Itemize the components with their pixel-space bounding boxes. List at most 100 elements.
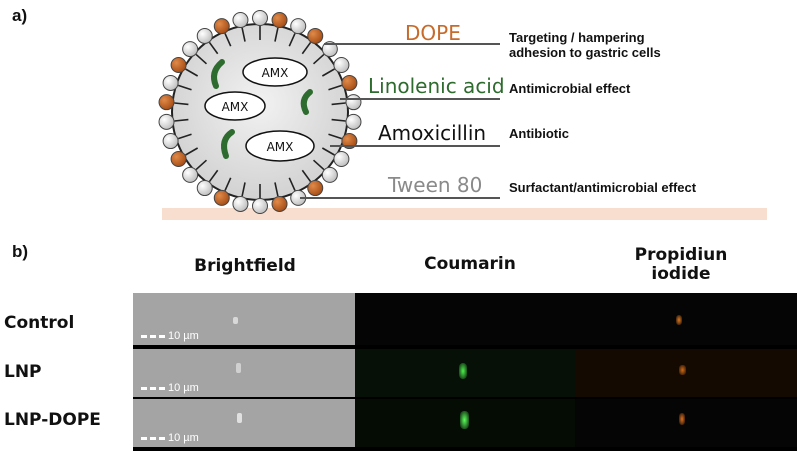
- lipid-tail: [321, 68, 335, 77]
- row-label-lnp: LNP: [4, 362, 42, 382]
- lipid-head: [196, 27, 213, 44]
- lipid-head: [345, 94, 362, 111]
- image-lnp-coumarin: [355, 349, 575, 397]
- lipid-head: [162, 133, 179, 150]
- amx-drug-1: AMX: [242, 57, 308, 87]
- image-lnp-dope-coumarin: [355, 399, 575, 447]
- dope-head: [271, 195, 288, 212]
- scale-bar: 10 µm: [141, 432, 199, 444]
- leader-line-dope: [324, 43, 500, 45]
- lipid-tail: [274, 27, 279, 42]
- lipid-tail: [195, 159, 208, 171]
- lipid-tail: [331, 118, 346, 122]
- lipid-tail: [177, 133, 192, 140]
- leader-line-tween: [300, 197, 500, 199]
- svg-text:AMX: AMX: [262, 66, 289, 80]
- label-linolenic-acid: Linolenic acid: [368, 74, 505, 98]
- lipid-tail: [312, 159, 325, 171]
- lipid-head: [252, 198, 268, 214]
- lipid-head: [321, 41, 338, 58]
- lipid-head: [232, 12, 249, 29]
- desc-tween: Surfactant/antimicrobial effect: [509, 180, 697, 195]
- label-amoxicillin: Amoxicillin: [378, 121, 487, 145]
- lipid-tail: [328, 84, 343, 91]
- lipid-head: [182, 41, 199, 58]
- lipid-tail: [208, 41, 219, 55]
- lipid-head: [321, 166, 338, 183]
- dope-head: [213, 18, 230, 35]
- dope-head: [158, 94, 175, 111]
- image-control-brightfield: 10 µm: [133, 293, 355, 345]
- image-lnp-brightfield: 10 µm: [133, 349, 355, 397]
- lipid-head: [333, 57, 350, 73]
- image-control-propidium-iodide: [575, 293, 797, 345]
- desc-amoxicillin: Antibiotic: [509, 126, 569, 141]
- lipid-head: [290, 18, 307, 35]
- dope-head: [213, 189, 230, 206]
- leader-line-amoxicillin: [330, 145, 500, 147]
- column-header-coumarin: Coumarin: [424, 254, 516, 274]
- dope-head: [170, 151, 187, 167]
- image-lnp-propidium-iodide: [575, 349, 797, 397]
- label-dope: DOPE: [405, 21, 461, 45]
- amx-drug-2: AMX: [204, 91, 266, 121]
- lipid-tail: [288, 33, 296, 47]
- leader-line-linolenic: [340, 98, 500, 100]
- lipid-head: [182, 166, 199, 183]
- lipid-head: [196, 180, 213, 197]
- lipid-tail: [274, 182, 279, 197]
- lipid-tail: [321, 147, 335, 156]
- linolenic-mark-1: [211, 59, 225, 89]
- scale-bar: 10 µm: [141, 382, 199, 394]
- lipid-tail: [224, 33, 232, 47]
- lipid-tail: [195, 53, 208, 65]
- column-header-propidium-iodide: Propidiun iodide: [634, 245, 728, 284]
- lipid-tail: [328, 133, 343, 140]
- dope-head: [170, 57, 187, 73]
- row-label-control: Control: [4, 313, 75, 333]
- dope-head: [307, 27, 324, 44]
- lipid-tail: [301, 169, 312, 183]
- dope-head: [307, 180, 324, 197]
- lipid-tail: [208, 169, 219, 183]
- scale-bar: 10 µm: [141, 330, 199, 342]
- image-control-coumarin: [355, 293, 575, 345]
- lipid-head: [158, 113, 175, 130]
- dope-head: [341, 133, 358, 150]
- lipid-head: [333, 151, 350, 167]
- column-header-brightfield: Brightfield: [194, 256, 296, 276]
- lipid-tail: [241, 27, 246, 42]
- panel-a-label: a): [12, 6, 28, 25]
- panel-b-label: b): [12, 242, 29, 261]
- image-lnp-dope-propidium-iodide: [575, 399, 797, 447]
- lipid-head: [252, 10, 268, 26]
- lipid-tail: [224, 177, 232, 191]
- lipid-tail: [185, 147, 199, 156]
- lipid-tail: [331, 102, 346, 106]
- microscopy-grid: 10 µm 10 µm 10 µm: [133, 293, 797, 451]
- lipid-tail: [185, 68, 199, 77]
- lipid-tail: [241, 182, 246, 197]
- amx-drug-3: AMX: [245, 130, 315, 162]
- lipid-tail: [301, 41, 312, 55]
- lipid-tail: [312, 53, 325, 65]
- lipid-tail: [177, 84, 192, 91]
- lipid-head: [345, 113, 362, 130]
- dope-head: [271, 12, 288, 29]
- linolenic-mark-2: [300, 89, 313, 115]
- desc-dope: Targeting / hampering adhesion to gastri…: [509, 30, 661, 60]
- image-lnp-dope-brightfield: 10 µm: [133, 399, 355, 447]
- lipid-tail: [174, 118, 189, 122]
- svg-text:AMX: AMX: [222, 100, 249, 114]
- label-tween-80: Tween 80: [388, 173, 483, 197]
- svg-text:AMX: AMX: [267, 140, 294, 154]
- linolenic-mark-3: [221, 129, 235, 159]
- lipid-tail: [288, 177, 296, 191]
- lipid-head: [162, 74, 179, 91]
- base-band: [162, 208, 767, 220]
- desc-linolenic: Antimicrobial effect: [509, 81, 631, 96]
- lipid-tail: [174, 102, 189, 106]
- nanoparticle-diagram: AMX AMX AMX: [158, 10, 362, 214]
- row-label-lnp-dope: LNP-DOPE: [4, 410, 101, 430]
- dope-head: [341, 74, 358, 91]
